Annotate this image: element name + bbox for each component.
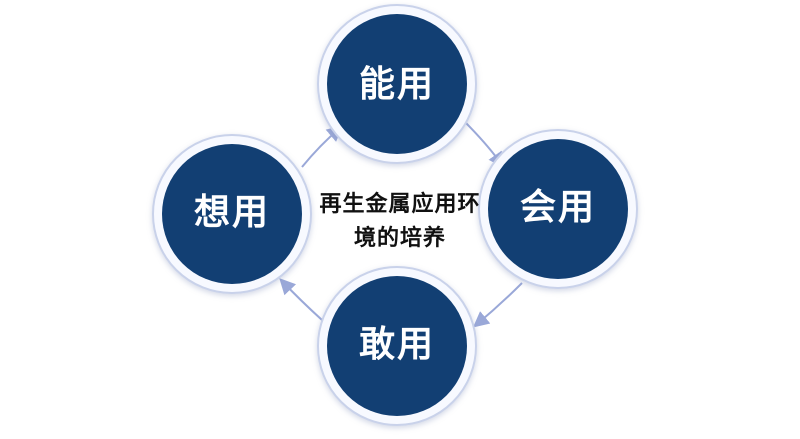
node-bottom — [317, 266, 477, 426]
node-left — [152, 134, 312, 294]
center-caption: 再生金属应用环 境的培养 — [300, 188, 500, 256]
node-right — [478, 129, 638, 289]
arrow-bottom-to-left — [279, 278, 323, 321]
center-caption-line-2: 境的培养 — [353, 226, 446, 251]
center-caption-line-1: 再生金属应用环 — [319, 192, 481, 217]
arrow-left-to-top — [301, 125, 344, 168]
arrow-right-to-bottom — [472, 282, 523, 328]
node-top — [317, 4, 477, 164]
arrow-top-to-right — [462, 119, 505, 169]
